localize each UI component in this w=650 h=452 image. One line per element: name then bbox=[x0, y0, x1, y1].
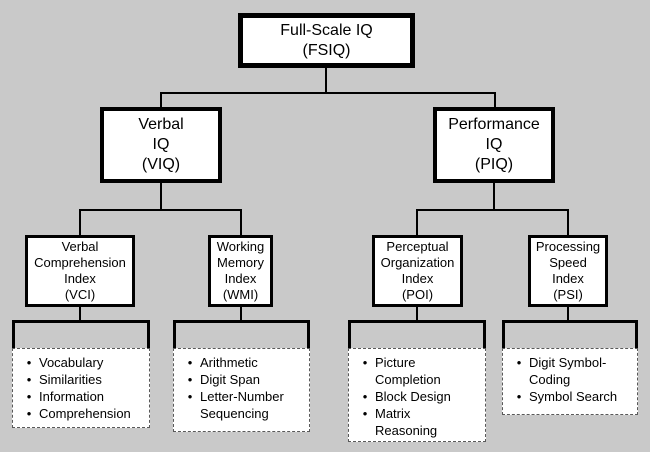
subtest-item-label: Letter-Number Sequencing bbox=[200, 389, 284, 421]
bullet-icon: • bbox=[362, 355, 368, 370]
psi-subtests-list: • Digit Symbol-Coding • Symbol Search bbox=[502, 348, 638, 415]
node-label-line: IQ bbox=[152, 136, 170, 153]
node-label-line: Speed bbox=[549, 255, 587, 270]
connector-viq-horizontal bbox=[79, 209, 242, 211]
poi-subtests-list: • Picture Completion • Block Design • Matrix … bbox=[348, 348, 486, 442]
bullet-icon: • bbox=[187, 389, 193, 404]
subtest-list: • Digit Symbol-Coding • Symbol Search bbox=[503, 349, 637, 410]
connector-drop-psi bbox=[567, 209, 569, 235]
subtest-item: • Comprehension bbox=[19, 405, 137, 422]
psi-subtests-bracket bbox=[502, 320, 638, 349]
subtest-item-label: Digit Symbol-Coding bbox=[529, 355, 607, 387]
connector-fsiq-riser bbox=[325, 68, 327, 94]
node-label-line: Index bbox=[552, 271, 584, 286]
subtest-item-label: Information bbox=[39, 389, 105, 404]
vci-subtests-bracket bbox=[12, 320, 150, 349]
connector-drop-vci bbox=[79, 209, 81, 235]
bullet-icon: • bbox=[187, 355, 193, 370]
node-verbal-iq: Verbal IQ (VIQ) bbox=[100, 107, 222, 183]
subtest-item: • Information bbox=[19, 388, 137, 405]
subtest-item: • Picture Completion bbox=[355, 354, 473, 388]
bullet-icon: • bbox=[26, 406, 32, 421]
node-label-line: Processing bbox=[535, 239, 601, 254]
node-label-line: Memory bbox=[217, 255, 264, 270]
node-label-line: Index bbox=[401, 271, 434, 286]
node-label-line: (VIQ) bbox=[141, 156, 181, 173]
node-working-memory-index: Working Memory Index (WMI) bbox=[208, 235, 273, 307]
connector-drop-poi bbox=[416, 209, 418, 235]
bullet-icon: • bbox=[26, 372, 32, 387]
connector-drop-wmi bbox=[240, 209, 242, 235]
subtest-item: • Vocabulary bbox=[19, 354, 137, 371]
connector-wmi-subtests bbox=[240, 307, 242, 320]
vci-subtests-list: • Vocabulary • Similarities • Information • Com… bbox=[12, 348, 150, 428]
subtest-item-label: Picture Completion bbox=[375, 355, 441, 387]
subtest-item-label: Arithmetic bbox=[200, 355, 258, 370]
node-label-line: Working bbox=[216, 239, 265, 254]
node-perceptual-organization-index: Perceptual Organization Index (POI) bbox=[372, 235, 463, 307]
bullet-icon: • bbox=[26, 389, 32, 404]
node-performance-iq: Performance IQ (PIQ) bbox=[433, 107, 555, 183]
bullet-icon: • bbox=[362, 406, 368, 421]
connector-fsiq-horizontal bbox=[160, 92, 496, 94]
bullet-icon: • bbox=[516, 389, 522, 404]
wmi-subtests-list: • Arithmetic • Digit Span • Letter-Number Seq… bbox=[173, 348, 310, 432]
node-label-line: IQ bbox=[485, 136, 503, 153]
node-label-line: Comprehension bbox=[34, 255, 126, 270]
node-label-line: (POI) bbox=[401, 287, 434, 302]
subtest-item: • Matrix Reasoning bbox=[355, 405, 473, 439]
subtest-item-label: Similarities bbox=[39, 372, 102, 387]
subtest-item: • Similarities bbox=[19, 371, 137, 388]
node-label-line: Verbal bbox=[138, 116, 184, 133]
bullet-icon: • bbox=[26, 355, 32, 370]
bullet-icon: • bbox=[516, 355, 522, 370]
wmi-subtests-bracket bbox=[173, 320, 310, 349]
connector-drop-piq bbox=[494, 92, 496, 107]
bullet-icon: • bbox=[187, 372, 193, 387]
node-label-line: Perceptual bbox=[386, 239, 449, 254]
subtest-item-label: Block Design bbox=[375, 389, 451, 404]
node-verbal-comprehension-index: Verbal Comprehension Index (VCI) bbox=[25, 235, 135, 307]
node-label-line: Verbal bbox=[61, 239, 99, 254]
connector-piq-horizontal bbox=[416, 209, 569, 211]
node-processing-speed-index: Processing Speed Index (PSI) bbox=[528, 235, 608, 307]
subtest-item-label: Matrix Reasoning bbox=[375, 406, 438, 438]
node-label-line: Full-Scale IQ bbox=[280, 21, 373, 39]
node-label-line: Index bbox=[224, 271, 257, 286]
subtest-item-label: Digit Span bbox=[200, 372, 260, 387]
poi-subtests-bracket bbox=[348, 320, 486, 349]
node-label-line: (PIQ) bbox=[474, 156, 514, 173]
subtest-item: • Arithmetic bbox=[180, 354, 297, 371]
subtest-item-label: Symbol Search bbox=[529, 389, 618, 404]
connector-drop-viq bbox=[160, 92, 162, 107]
node-label-line: Index bbox=[64, 271, 96, 286]
subtest-item-label: Vocabulary bbox=[39, 355, 104, 370]
subtest-list: • Arithmetic • Digit Span • Letter-Number Seq… bbox=[174, 349, 309, 427]
subtest-item: • Block Design bbox=[355, 388, 473, 405]
node-label-line: Organization bbox=[380, 255, 455, 270]
connector-vci-subtests bbox=[79, 307, 81, 320]
connector-piq-riser bbox=[493, 183, 495, 209]
node-full-scale-iq: Full-Scale IQ (FSIQ) bbox=[238, 13, 415, 68]
subtest-list: • Picture Completion • Block Design • Matrix … bbox=[349, 349, 485, 444]
node-label-line: (VCI) bbox=[64, 287, 96, 302]
connector-poi-subtests bbox=[416, 307, 418, 320]
node-label-line: Performance bbox=[448, 116, 540, 133]
connector-viq-riser bbox=[160, 183, 162, 209]
connector-psi-subtests bbox=[567, 307, 569, 320]
node-label-line: (PSI) bbox=[553, 287, 583, 302]
node-label-line: (WMI) bbox=[222, 287, 259, 302]
subtest-item: • Digit Symbol-Coding bbox=[509, 354, 625, 388]
subtest-item: • Symbol Search bbox=[509, 388, 625, 405]
subtest-item: • Digit Span bbox=[180, 371, 297, 388]
subtest-list: • Vocabulary • Similarities • Information • Com… bbox=[13, 349, 149, 427]
subtest-item: • Letter-Number Sequencing bbox=[180, 388, 297, 422]
bullet-icon: • bbox=[362, 389, 368, 404]
subtest-item-label: Comprehension bbox=[39, 406, 131, 421]
node-label-line: (FSIQ) bbox=[302, 41, 351, 59]
